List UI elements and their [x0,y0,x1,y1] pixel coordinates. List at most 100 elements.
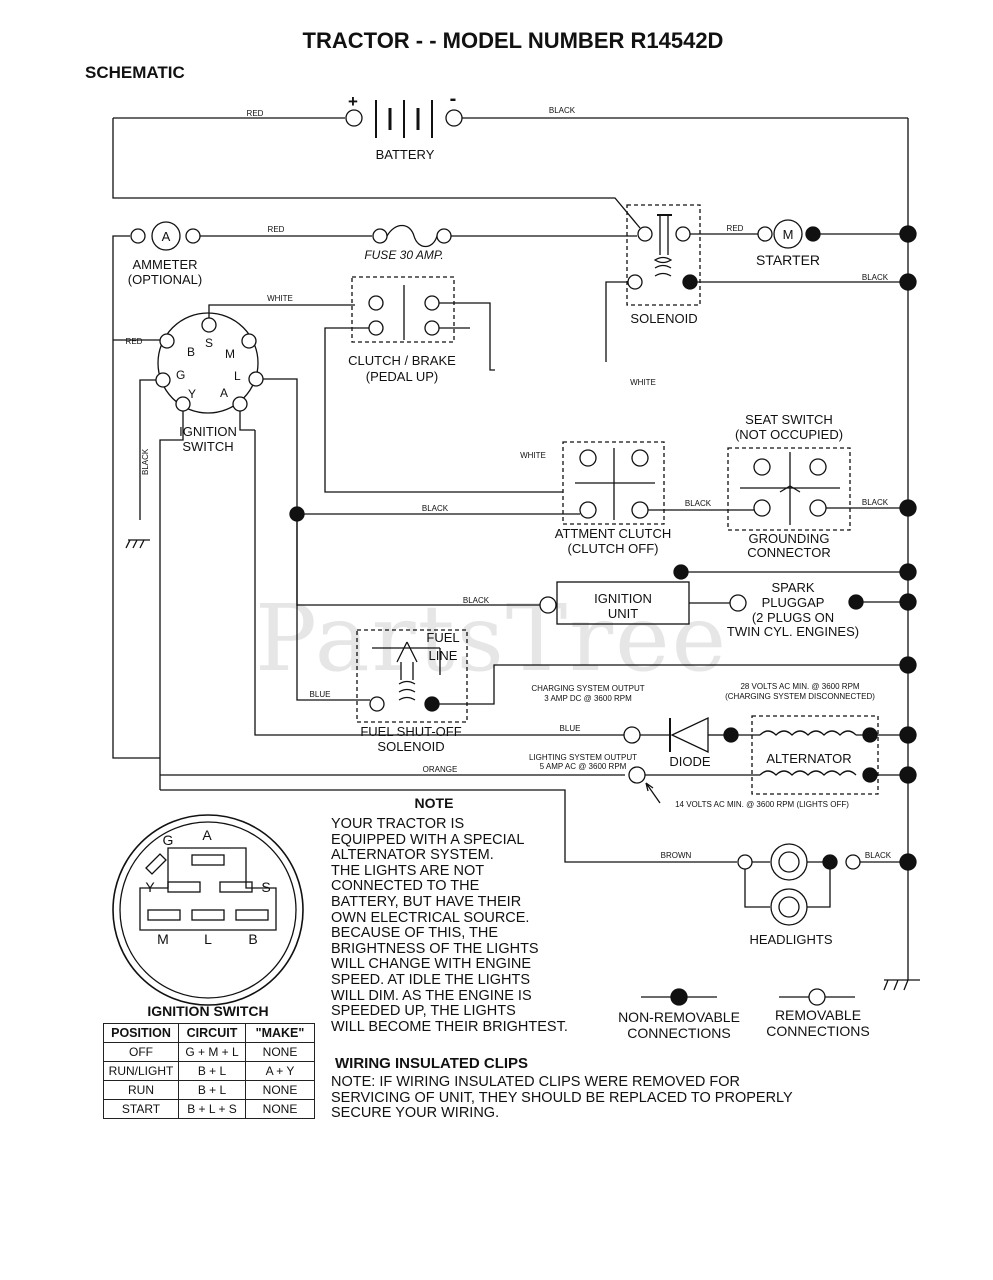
table-cell: NONE [245,1080,315,1100]
ignition-switch-face: G A Y S M L B [112,814,304,1006]
column-header: "MAKE" [245,1023,315,1043]
fuse-label: FUSE 30 AMP. [364,248,443,262]
table-cell: OFF [103,1042,179,1062]
solenoid-label: SOLENOID [630,311,697,326]
spark-label-3: (2 PLUGS ON [752,610,834,625]
note-line: OWN ELECTRICAL SOURCE. [331,909,530,926]
starter-solenoid: SOLENOID [626,204,701,326]
note-line: WILL BECOME THEIR BRIGHTEST. [331,1018,568,1035]
wire-label-black: BLACK [862,498,889,507]
wire-label-black: BLACK [865,851,892,860]
ignition-switch-title: IGNITION SWITCH [147,1003,268,1019]
watermark: PartsTree [255,585,729,692]
fuel-line-label: FUEL [426,630,459,645]
ignition-unit: IGNITION UNIT [556,581,690,625]
wire-label-brown: BROWN [661,851,692,860]
note-line: BRIGHTNESS OF THE LIGHTS [331,940,539,957]
note-line: YOUR TRACTOR IS [331,816,465,832]
volts14-label: 14 VOLTS AC MIN. @ 3600 RPM (LIGHTS OFF) [675,800,849,809]
table-cell: RUN/LIGHT [103,1061,179,1081]
starter-label: STARTER [756,252,820,268]
table-cell: START [103,1099,179,1119]
ammeter-symbol: A [162,229,171,244]
table-row: START B + L + S NONE [103,1099,315,1119]
starter-motor: M STARTER [756,219,917,268]
ammeter-optional: (OPTIONAL) [128,272,202,287]
seat-switch: SEAT SWITCH (NOT OCCUPIED) GROUNDING CON… [727,412,851,560]
note-line: CONNECTED TO THE [331,878,480,895]
diode: DIODE [640,716,724,769]
ignition-switch-label-2: SWITCH [182,439,233,454]
wire-label-black: BLACK [685,499,712,508]
non-removable-label: NON-REMOVABLE [618,1009,740,1025]
terminal-l: L [234,369,241,383]
note-line: SPEED. AT IDLE THE LIGHTS [331,971,531,988]
ignition-unit-label-2: UNIT [608,606,638,621]
ignition-switch-table: POSITION CIRCUIT "MAKE" OFF G + M + L NO… [103,1023,315,1119]
wire-label-black: BLACK [141,448,150,475]
volts28-label-2: (CHARGING SYSTEM DISCONNECTED) [725,692,875,701]
grounding-label-2: CONNECTOR [747,545,831,560]
spark-plug: SPARK PLUGGAP (2 PLUGS ON TWIN CYL. ENGI… [727,580,859,639]
column-header: CIRCUIT [178,1023,246,1043]
wire-label-black: BLACK [422,504,449,513]
terminal-s: S [205,336,213,350]
seat-switch-label-2: (NOT OCCUPIED) [735,427,843,442]
wire-label-blue: BLUE [560,724,581,733]
attment-clutch-label-2: (CLUTCH OFF) [568,541,659,556]
wire-label-red: RED [268,225,285,234]
minus-sign: - [450,88,457,110]
table-row: RUN/LIGHT B + L A + Y [103,1061,315,1081]
terminal-a: A [220,386,228,400]
table-cell: RUN [103,1080,179,1100]
clutch-brake-label-2: (PEDAL UP) [366,369,438,384]
battery: + - BATTERY RED BLACK [113,88,908,162]
table-cell: B + L [178,1061,246,1081]
wire-label-red: RED [727,224,744,233]
ignition-switch-label: IGNITION [179,424,237,439]
headlights-label: HEADLIGHTS [749,932,832,947]
non-removable-label-2: CONNECTIONS [627,1025,730,1041]
attachment-clutch-switch: ATTMENT CLUTCH (CLUTCH OFF) [555,441,672,556]
terminal-y: Y [188,387,196,401]
fuel-solenoid-label: FUEL SHUT-OFF [360,724,461,739]
table-row: RUN B + L NONE [103,1080,315,1100]
attment-clutch-label: ATTMENT CLUTCH [555,526,672,541]
table-cell: A + Y [245,1061,315,1081]
note-line: WILL CHANGE WITH ENGINE [331,956,532,973]
terminal-g: G [176,368,185,382]
ammeter: A AMMETER (OPTIONAL) [112,221,202,340]
wire-label-blue: BLUE [310,690,331,699]
pin-l: L [204,931,212,947]
fuel-line-label-2: LINE [429,648,458,663]
starter-symbol: M [783,227,794,242]
pin-b: B [248,931,257,947]
table-cell: B + L + S [178,1099,246,1119]
wire-label-white: WHITE [267,294,293,303]
charging-output-label: CHARGING SYSTEM OUTPUT [531,684,644,693]
pin-g: G [163,832,174,848]
note-heading: NOTE [415,795,454,811]
pin-m: M [157,931,169,947]
seat-switch-label: SEAT SWITCH [745,412,833,427]
wire-label-white: WHITE [520,451,546,460]
grounding-label: GROUNDING [749,531,830,546]
removable-label: REMOVABLE [775,1007,861,1023]
terminal-m: M [225,347,235,361]
wire-label-black: BLACK [549,106,576,115]
ignition-unit-label: IGNITION [594,591,652,606]
battery-label: BATTERY [376,147,435,162]
wire-label-black: BLACK [862,273,889,282]
ammeter-label: AMMETER [133,257,198,272]
table-cell: NONE [245,1042,315,1062]
table-header-row: POSITION CIRCUIT "MAKE" [103,1023,315,1043]
plus-sign: + [348,92,358,111]
column-header: POSITION [103,1023,179,1043]
note-line: SPEEDED UP, THE LIGHTS [331,1003,516,1020]
terminal-b: B [187,345,195,359]
note-line: BECAUSE OF THIS, THE [331,925,499,942]
wiring-clips-note: NOTE: IF WIRING INSULATED CLIPS WERE REM… [331,1074,793,1122]
lighting-output-label: LIGHTING SYSTEM OUTPUT [529,753,637,762]
wire-label-red: RED [126,337,143,346]
